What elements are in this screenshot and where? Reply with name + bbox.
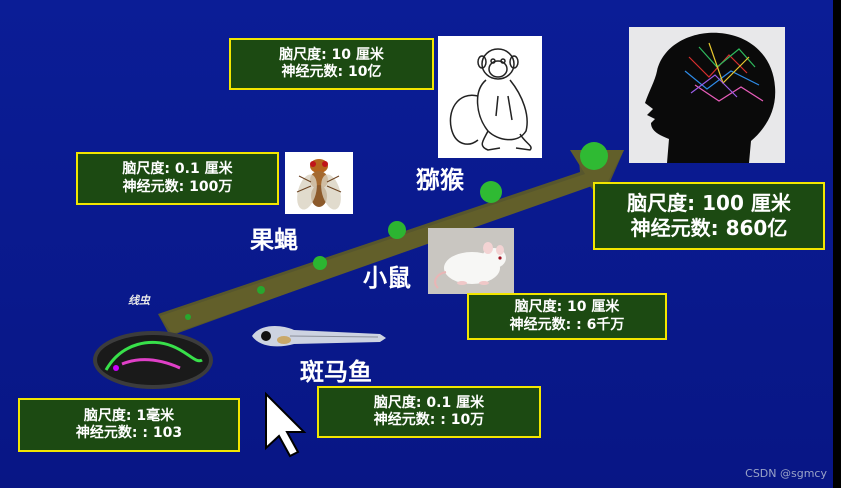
c-elegans-worm-photo — [92, 330, 214, 390]
watermark: CSDN @sgmcy — [745, 467, 827, 480]
human-brain-size: 脑尺度: 100 厘米 — [627, 191, 791, 215]
worm-info-box: 脑尺度: 1毫米 神经元数: : 103 — [18, 398, 240, 452]
zebrafish-brain-size: 脑尺度: 0.1 厘米 — [373, 394, 485, 411]
mouse-neuron-count: 神经元数: : 6千万 — [509, 316, 625, 333]
dot-monkey — [480, 181, 502, 203]
mouse-brain-size: 脑尺度: 10 厘米 — [514, 299, 620, 315]
dot-mouse — [388, 221, 406, 239]
worm-label: 线虫 — [128, 294, 150, 307]
mouse-info-box: 脑尺度: 10 厘米 神经元数: : 6千万 — [467, 293, 667, 340]
dot-zebrafish — [313, 256, 327, 270]
dot-human — [580, 142, 608, 170]
white-mouse-photo — [428, 228, 514, 294]
zebrafish-larva-photo — [250, 318, 388, 352]
zebrafish-info-box: 脑尺度: 0.1 厘米 神经元数: : 10万 — [317, 386, 541, 438]
mouse-label: 小鼠 — [363, 264, 411, 292]
dot-fly — [257, 286, 265, 294]
fly-info-box: 脑尺度: 0.1 厘米 神经元数: 100万 — [76, 152, 279, 205]
monkey-label: 猕猴 — [416, 166, 464, 194]
worm-brain-size: 脑尺度: 1毫米 — [83, 407, 175, 424]
fly-label: 果蝇 — [250, 226, 298, 254]
human-brain-silhouette — [629, 27, 785, 163]
fly-neuron-count: 神经元数: 100万 — [122, 178, 233, 195]
window-edge — [833, 0, 841, 488]
monkey-neuron-count: 神经元数: 10亿 — [281, 64, 382, 80]
human-info-box: 脑尺度: 100 厘米 神经元数: 860亿 — [593, 182, 825, 250]
monkey-drawing — [438, 36, 542, 158]
fruit-fly-photo — [285, 152, 353, 214]
monkey-info-box: 脑尺度: 10 厘米 神经元数: 10亿 — [229, 38, 434, 90]
monkey-brain-size: 脑尺度: 10 厘米 — [279, 46, 384, 63]
dot-worm — [185, 314, 191, 320]
zebrafish-label: 斑马鱼 — [300, 358, 372, 386]
zebrafish-neuron-count: 神经元数: : 10万 — [373, 412, 485, 428]
human-neuron-count: 神经元数: 860亿 — [630, 216, 788, 240]
fly-brain-size: 脑尺度: 0.1 厘米 — [122, 161, 233, 177]
worm-neuron-count: 神经元数: : 103 — [75, 425, 183, 441]
